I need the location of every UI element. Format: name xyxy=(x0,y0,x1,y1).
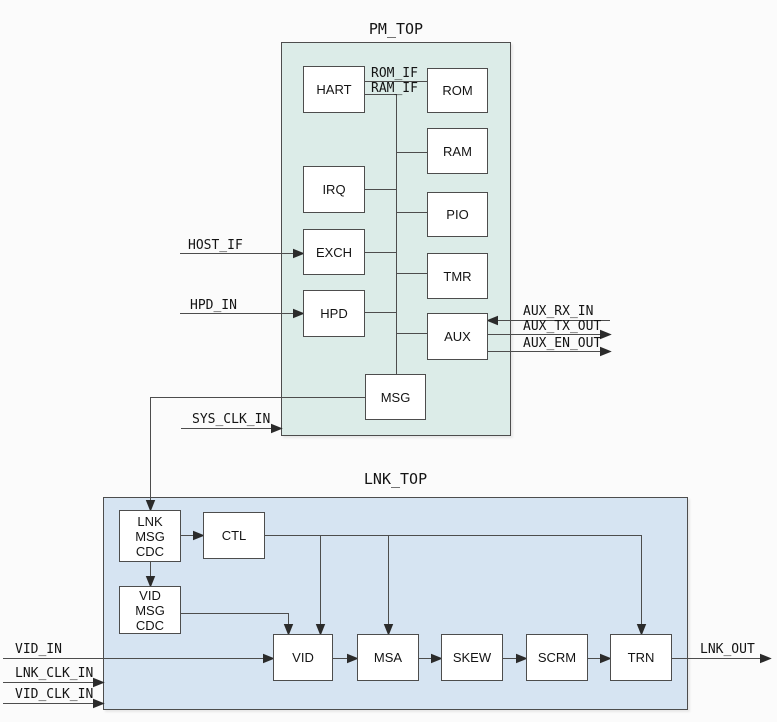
lnk-top-title: LNK_TOP xyxy=(363,470,428,488)
block-trn-label: TRN xyxy=(627,650,655,665)
block-rom-label: ROM xyxy=(442,83,473,98)
signal-label-rom-if: ROM_IF xyxy=(371,66,418,81)
block-vid-msg-cdc-line1: VID xyxy=(139,587,161,603)
signal-label-lnk-out: LNK_OUT xyxy=(700,642,755,657)
signal-label-hpd-in: HPD_IN xyxy=(190,298,237,313)
signal-label-vid-clk-in: VID_CLK_IN xyxy=(15,687,94,702)
block-skew: SKEW xyxy=(441,634,503,681)
signal-label-ram-if: RAM_IF xyxy=(371,81,418,96)
block-lnk-msg-cdc-line3: CDC xyxy=(135,543,165,559)
block-vid: VID xyxy=(273,634,333,681)
block-lnk-msg-cdc: LNK MSG CDC xyxy=(119,510,181,562)
block-tmr-label: TMR xyxy=(443,268,472,284)
block-msa: MSA xyxy=(357,634,419,681)
block-hpd: HPD xyxy=(303,290,365,337)
block-irq: IRQ xyxy=(303,166,365,213)
block-irq-label: IRQ xyxy=(322,182,346,197)
signal-label-aux-en-out: AUX_EN_OUT xyxy=(523,336,602,351)
block-hart: HART xyxy=(303,66,365,113)
block-vid-msg-cdc: VID MSG CDC xyxy=(119,586,181,634)
signal-label-sys-clk-in: SYS_CLK_IN xyxy=(192,412,271,427)
block-rom: ROM xyxy=(427,68,488,113)
block-tmr: TMR xyxy=(427,253,488,299)
block-ram-label: RAM xyxy=(443,143,472,159)
block-aux: AUX xyxy=(427,313,488,360)
signal-label-aux-rx-in: AUX_RX_IN xyxy=(523,304,594,319)
block-scrm: SCRM xyxy=(526,634,588,681)
block-pio: PIO xyxy=(427,192,488,237)
signal-label-lnk-clk-in: LNK_CLK_IN xyxy=(15,666,94,681)
block-exch-label: EXCH xyxy=(315,244,353,260)
block-vid-label: VID xyxy=(292,650,314,665)
block-skew-label: SKEW xyxy=(452,650,492,665)
block-msg-label: MSG xyxy=(380,389,411,405)
block-aux-label: AUX xyxy=(444,329,471,344)
signal-label-host-if: HOST_IF xyxy=(188,238,243,253)
block-hart-label: HART xyxy=(316,82,352,97)
block-exch: EXCH xyxy=(303,229,365,275)
block-ctl: CTL xyxy=(203,512,265,559)
block-ctl-label: CTL xyxy=(221,528,247,543)
block-ram: RAM xyxy=(427,128,488,174)
block-msg: MSG xyxy=(365,374,426,420)
signal-label-vid-in: VID_IN xyxy=(15,642,62,657)
block-lnk-msg-cdc-line2: MSG xyxy=(135,528,165,544)
block-vid-msg-cdc-line2: MSG xyxy=(135,602,165,618)
block-vid-msg-cdc-line3: CDC xyxy=(135,617,165,633)
block-scrm-label: SCRM xyxy=(537,650,577,665)
block-lnk-msg-cdc-line1: LNK xyxy=(137,513,163,529)
block-trn: TRN xyxy=(610,634,672,681)
block-pio-label: PIO xyxy=(446,207,469,222)
block-msa-label: MSA xyxy=(373,650,403,665)
block-hpd-label: HPD xyxy=(320,306,348,321)
signal-label-aux-tx-out: AUX_TX_OUT xyxy=(523,319,602,334)
pm-top-title: PM_TOP xyxy=(368,20,424,38)
